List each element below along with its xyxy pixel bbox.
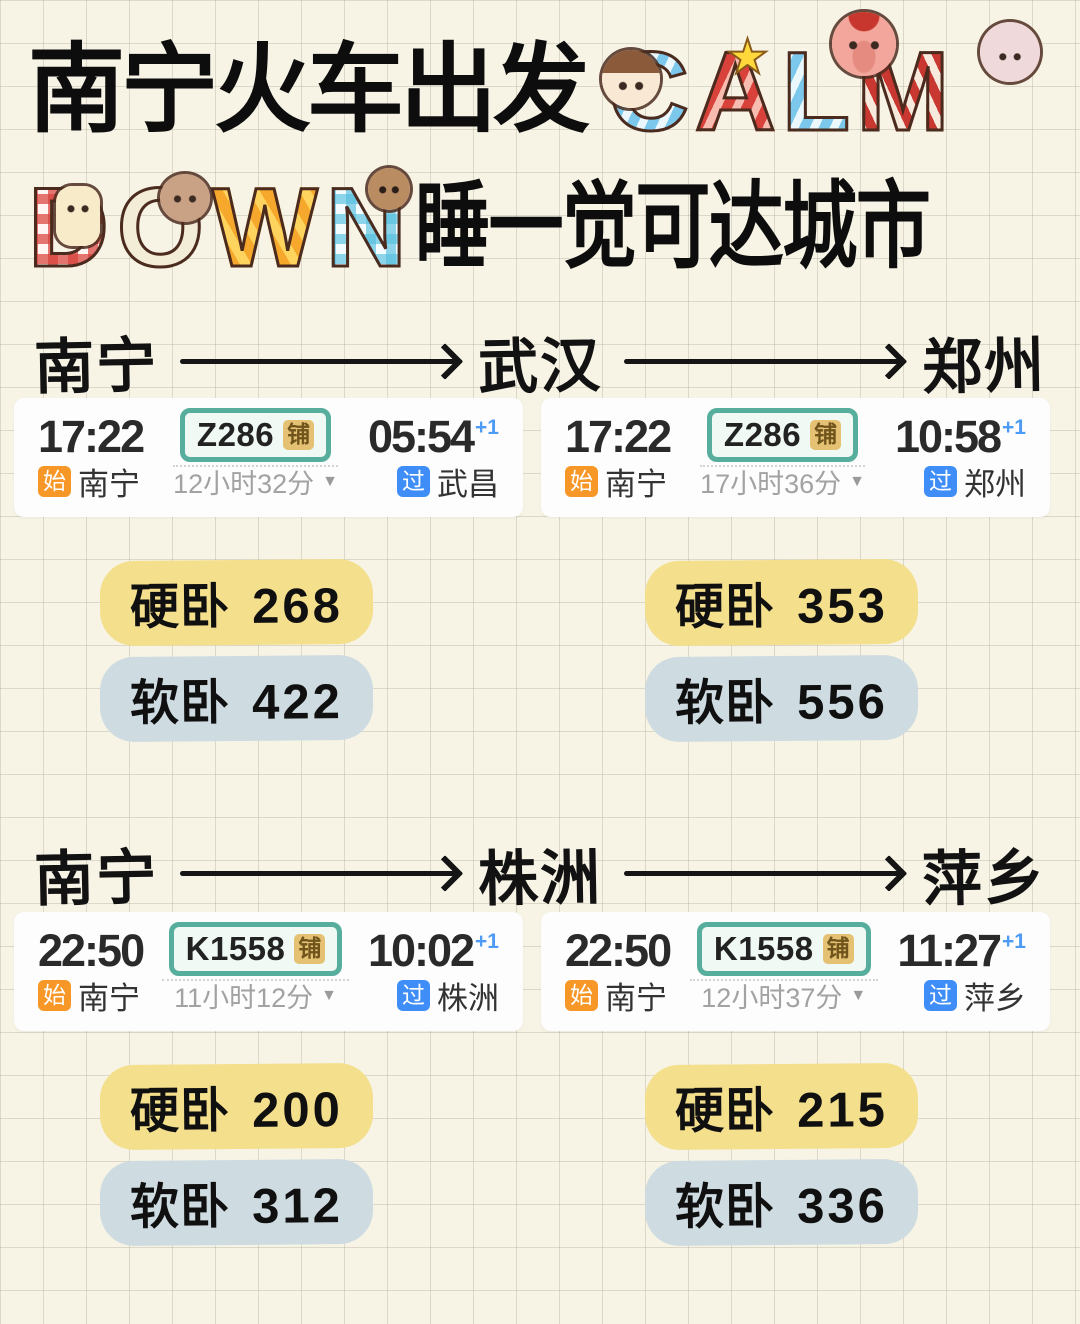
star-icon: ★ — [725, 31, 770, 84]
origin-station: 南宁 — [78, 467, 140, 502]
train-number-pill[interactable]: Z286 铺 — [699, 408, 866, 467]
arrive-time: 05:54+1 — [367, 411, 499, 462]
berth-badge: 铺 — [294, 934, 326, 964]
chevron-down-icon: ▼ — [849, 472, 865, 490]
train-card[interactable]: 22:50 始 南宁 K1558 铺 11小时12分 ▼ 10:02+1 — [14, 912, 523, 1031]
train-number-pill[interactable]: Z286 铺 — [172, 408, 339, 467]
next-day-badge: +1 — [475, 416, 499, 439]
arrow-right-icon — [180, 359, 456, 364]
depart-time: 17:22 — [565, 411, 672, 462]
pass-station: 萍乡 — [963, 981, 1026, 1016]
pass-station: 武昌 — [437, 467, 499, 502]
train-card[interactable]: 17:22 始 南宁 Z286 铺 12小时32分 ▼ 05:54+1 — [14, 398, 523, 517]
arrow-right-icon — [624, 871, 900, 876]
route-header-2: 南宁 株洲 萍乡 — [33, 830, 1047, 917]
train-number: K1558 — [713, 930, 814, 967]
duration-dropdown[interactable]: 12小时32分 ▼ — [173, 462, 338, 501]
pass-station: 株洲 — [436, 981, 499, 1016]
chevron-down-icon: ▼ — [322, 472, 338, 490]
origin-station: 南宁 — [605, 467, 667, 502]
origin-station: 南宁 — [605, 981, 667, 1016]
duration-dropdown[interactable]: 12小时37分 ▼ — [701, 976, 866, 1015]
train-number: K1558 — [185, 930, 286, 967]
chevron-down-icon: ▼ — [321, 986, 337, 1004]
girl-character-icon — [602, 50, 660, 108]
cards-row-2: 22:50 始 南宁 K1558 铺 11小时12分 ▼ 10:02+1 — [14, 912, 1050, 1031]
duration-dropdown[interactable]: 17小时36分 ▼ — [700, 462, 865, 501]
duration-text: 17小时36分 — [700, 469, 842, 499]
route-stop: 南宁 — [33, 843, 159, 914]
next-day-badge: +1 — [1002, 930, 1026, 953]
arrow-right-icon — [624, 359, 900, 364]
cards-row-1: 17:22 始 南宁 Z286 铺 12小时32分 ▼ 05:54+1 — [14, 398, 1050, 517]
next-day-badge: +1 — [1002, 416, 1026, 439]
train-number-pill[interactable]: K1558 铺 — [689, 922, 878, 981]
dog-character-icon — [368, 168, 410, 210]
train-card[interactable]: 22:50 始 南宁 K1558 铺 12小时37分 ▼ 11:27+1 — [541, 912, 1050, 1031]
pig-character-icon — [832, 12, 896, 76]
pass-tag: 过 — [924, 466, 957, 497]
title-line-1: 南宁火车出发 C A L M ★ — [28, 12, 1070, 154]
duration-text: 11小时12分 — [174, 983, 314, 1013]
sheep-character-icon — [160, 174, 210, 222]
route-stop: 南宁 — [33, 331, 159, 402]
down-decor: D O W N — [27, 152, 410, 290]
origin-tag: 始 — [565, 466, 598, 497]
route-stop: 萍乡 — [921, 843, 1047, 914]
hamster-character-icon — [56, 186, 100, 246]
train-number-pill[interactable]: K1558 铺 — [161, 922, 350, 981]
duration-text: 12小时32分 — [173, 469, 315, 499]
calm-decor: C A L M ★ — [602, 12, 1040, 154]
depart-time: 22:50 — [565, 925, 672, 976]
origin-tag: 始 — [565, 980, 598, 1011]
berth-badge: 铺 — [283, 420, 315, 450]
pass-tag: 过 — [397, 466, 430, 497]
arrow-right-icon — [180, 871, 456, 876]
pass-tag: 过 — [923, 980, 957, 1011]
poodle-character-icon — [980, 22, 1040, 82]
arrive-time: 11:27+1 — [897, 925, 1026, 976]
depart-time: 22:50 — [38, 925, 145, 976]
decor-letter-w: W — [211, 165, 320, 290]
train-card[interactable]: 17:22 始 南宁 Z286 铺 17小时36分 ▼ 10:58+1 — [541, 398, 1050, 517]
title-text-cn-1: 南宁火车出发 — [28, 34, 590, 144]
berth-badge: 铺 — [810, 420, 842, 450]
route-stop: 武汉 — [477, 331, 603, 402]
duration-text: 12小时37分 — [701, 983, 843, 1013]
train-number: Z286 — [196, 416, 275, 453]
arrive-time: 10:58+1 — [894, 411, 1026, 462]
title-text-cn-2: 睡一觉可达城市 — [414, 174, 931, 280]
origin-tag: 始 — [38, 980, 71, 1011]
next-day-badge: +1 — [475, 930, 499, 953]
route-stop: 郑州 — [921, 331, 1047, 402]
pass-station: 郑州 — [964, 467, 1026, 502]
decor-letter-a: A — [693, 29, 777, 154]
duration-dropdown[interactable]: 11小时12分 ▼ — [174, 976, 337, 1015]
route-stop: 株洲 — [477, 843, 603, 914]
train-number: Z286 — [723, 416, 802, 453]
route-header-1: 南宁 武汉 郑州 — [33, 318, 1047, 405]
chevron-down-icon: ▼ — [850, 986, 867, 1004]
berth-badge: 铺 — [822, 934, 854, 964]
title-line-2: D O W N 睡一觉可达城市 — [27, 152, 1070, 290]
depart-time: 17:22 — [38, 411, 145, 462]
origin-station: 南宁 — [78, 981, 140, 1016]
pass-tag: 过 — [396, 980, 430, 1011]
origin-tag: 始 — [38, 466, 71, 497]
arrive-time: 10:02+1 — [367, 925, 499, 976]
